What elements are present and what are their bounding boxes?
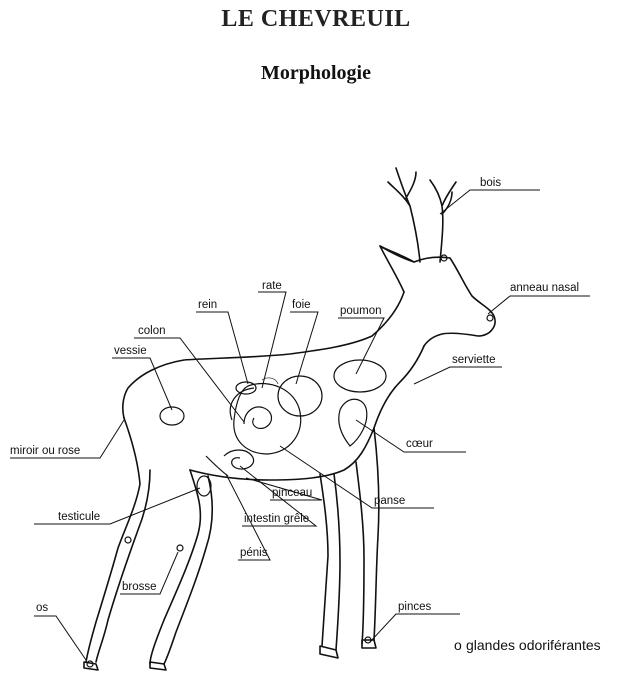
leader-colon: [134, 337, 245, 423]
organ-spleen: [261, 377, 279, 385]
organ-colon: [229, 387, 273, 429]
label-os: os: [36, 602, 48, 614]
label-bois: bois: [480, 177, 501, 189]
leader-pinces: [369, 613, 460, 643]
deer-ear: [379, 245, 415, 263]
hoof-3: [319, 645, 339, 659]
leader-panse: [279, 445, 434, 509]
hind-leg-front: [149, 469, 214, 665]
leader-poumon: [338, 317, 385, 375]
organ-heart: [338, 398, 368, 447]
hoof-1: [83, 661, 99, 671]
organ-penis: [205, 455, 229, 477]
label-brosse: brosse: [122, 581, 157, 593]
leader-rein: [196, 311, 249, 385]
leader-foie: [290, 311, 319, 385]
leader-bois: [439, 189, 540, 215]
label-serviette: serviette: [452, 354, 495, 366]
fore-leg-rear: [319, 473, 341, 651]
leader-serviette: [413, 366, 502, 385]
label-vessie: vessie: [114, 345, 147, 357]
antler-right: [429, 179, 457, 263]
organ-bladder: [159, 406, 185, 426]
organ-lung: [333, 359, 387, 393]
leader-rate: [258, 291, 287, 389]
gland-marker-nose: [486, 314, 494, 322]
label-penis: pénis: [240, 547, 268, 559]
deer-underline: [189, 345, 425, 481]
legend-marker: o: [454, 637, 462, 653]
label-anneau-nasal: anneau nasal: [510, 282, 579, 294]
leader-intestin: [239, 465, 318, 527]
deer-outline: [83, 167, 496, 671]
label-rein: rein: [198, 299, 217, 311]
organ-kidney: [235, 381, 257, 395]
legend-text: glandes odoriférantes: [466, 637, 601, 653]
organ-stomach: [233, 382, 302, 455]
hoof-4: [361, 639, 377, 649]
deer-head: [379, 245, 496, 347]
label-foie: foie: [292, 299, 311, 311]
label-colon: colon: [138, 325, 166, 337]
gland-marker-head: [440, 254, 448, 262]
leader-testicule: [34, 487, 201, 525]
page-title: LE CHEVREUIL: [221, 6, 411, 32]
label-pinceau: pinceau: [272, 487, 312, 499]
label-testicule: testicule: [58, 511, 100, 523]
label-rate: rate: [262, 280, 282, 292]
gland-marker-hoof-2: [364, 636, 372, 644]
page-subtitle: Morphologie: [261, 62, 371, 84]
leader-lines: [10, 189, 590, 661]
organs: [159, 359, 387, 497]
label-panse: panse: [374, 495, 405, 507]
leader-vessie: [112, 357, 173, 411]
leader-anneau-nasal: [487, 295, 590, 315]
labels: bois anneau nasal rate rein foie poumon …: [10, 177, 579, 614]
label-coeur: cœur: [406, 438, 433, 450]
gland-marker-hind: [124, 536, 132, 544]
organ-intestine: [223, 449, 255, 470]
leader-pinceau: [245, 477, 323, 501]
legend: o glandes odoriférantes: [454, 637, 601, 653]
antler-left: [387, 167, 421, 263]
deer-topline: [122, 291, 405, 419]
leader-miroir: [10, 419, 125, 459]
label-miroir: miroir ou rose: [10, 445, 80, 457]
hind-leg-rear: [85, 417, 151, 663]
organ-testicle: [196, 475, 212, 497]
label-poumon: poumon: [340, 305, 382, 317]
leader-penis: [225, 473, 271, 561]
leader-os: [34, 615, 87, 661]
gland-marker-brush: [176, 544, 184, 552]
gland-marker-hoof-1: [86, 660, 94, 668]
label-intestin: intestin grêle: [244, 513, 309, 525]
label-pinces: pinces: [398, 601, 431, 613]
gland-markers: [86, 254, 494, 668]
fore-leg-front: [355, 427, 380, 645]
hoof-2: [149, 661, 167, 671]
leader-brosse: [120, 551, 179, 595]
leader-coeur: [355, 419, 466, 453]
